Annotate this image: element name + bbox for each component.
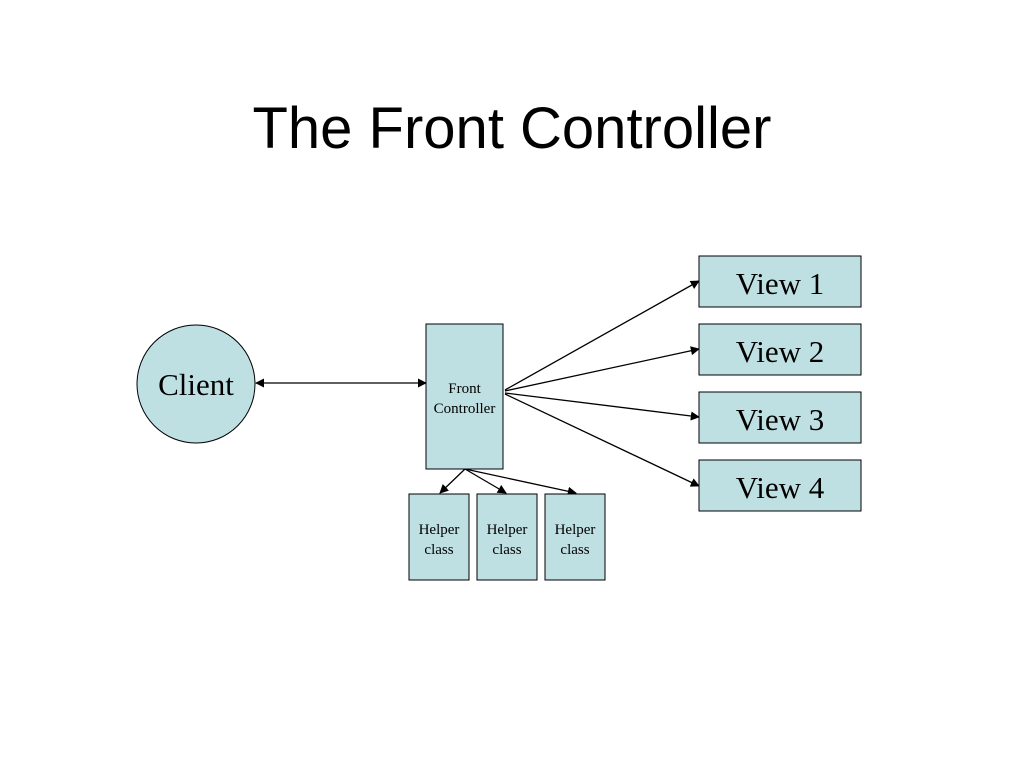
client-label: Client [158,367,234,402]
controller-view1-arrow [504,280,700,391]
controller-helper2-arrow [464,468,507,494]
slide-title: The Front Controller [252,96,772,161]
front-controller-label-line2: Controller [434,401,496,417]
front-controller-label-line1: Front [448,381,481,397]
view-label: View 4 [736,470,825,505]
view-node: View 3 [698,391,862,444]
helper-node: Helper class [476,493,538,581]
helper-label-line1: Helper [487,522,528,538]
helper-label-line2: class [560,542,589,558]
controller-helper3-arrow [464,468,577,496]
helper-node: Helper class [408,493,470,581]
helper-label-line1: Helper [555,522,596,538]
helper-label-line2: class [492,542,521,558]
helper-node: Helper class [544,493,606,581]
view-node: View 4 [698,459,862,512]
view-label: View 3 [736,402,825,437]
controller-view2-arrow [504,346,700,392]
controller-view4-arrow [504,393,700,487]
helper-label-line1: Helper [419,522,460,538]
view-label: View 2 [736,334,825,369]
view-label: View 1 [736,266,825,301]
front-controller-node: Front Controller [425,323,504,470]
view-node: View 1 [698,255,862,308]
controller-helper1-arrow [439,468,466,494]
client-node: Client [136,324,256,444]
helper-label-line2: class [424,542,453,558]
controller-view3-arrow [504,392,700,421]
view-node: View 2 [698,323,862,376]
